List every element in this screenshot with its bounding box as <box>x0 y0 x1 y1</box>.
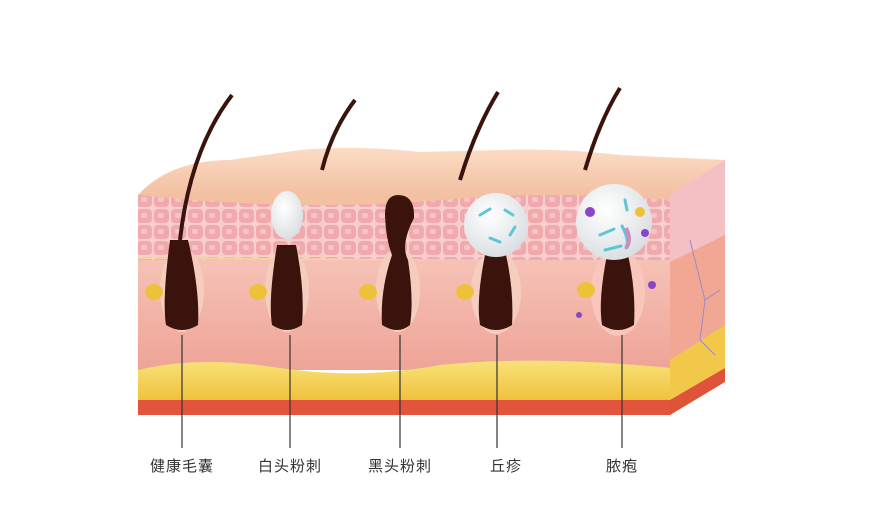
whitehead-plug <box>271 191 303 239</box>
follicle-whitehead <box>249 98 357 332</box>
follicle-healthy <box>145 93 234 332</box>
base-layer <box>138 400 670 415</box>
pustule-pus-pocket <box>576 184 652 260</box>
label-pustule: 脓疱 <box>605 457 639 475</box>
fat-layer <box>138 360 670 400</box>
follicle-pustule <box>576 86 656 336</box>
papule-inflamed-pore <box>464 193 528 257</box>
label-papule: 丘疹 <box>489 457 523 475</box>
side-cell-layer <box>670 160 725 262</box>
epidermis-surface <box>138 147 725 195</box>
follicle-papule <box>456 90 528 334</box>
blackhead-plug <box>381 195 415 330</box>
label-healthy-follicle: 健康毛囊 <box>149 457 215 475</box>
label-blackhead: 黑头粉刺 <box>367 457 433 475</box>
leader-lines <box>181 335 623 448</box>
label-whitehead: 白头粉刺 <box>257 457 323 475</box>
follicle-blackhead <box>359 195 420 332</box>
